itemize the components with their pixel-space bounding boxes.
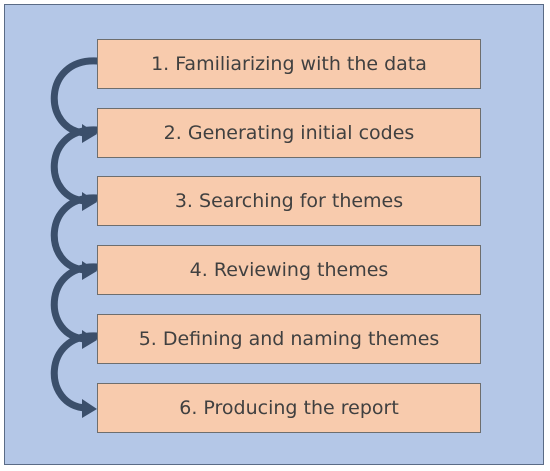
step-label-1: 1. Familiarizing with the data (151, 53, 427, 75)
step-box-2: 2. Generating initial codes (97, 108, 481, 158)
step-label-4: 4. Reviewing themes (189, 259, 389, 281)
step-box-1: 1. Familiarizing with the data (97, 39, 481, 89)
step-label-6: 6. Producing the report (179, 397, 399, 419)
connector-arrow-4 (50, 263, 101, 343)
step-label-2: 2. Generating initial codes (163, 122, 415, 144)
connector-arrow-2 (50, 126, 101, 205)
connector-arrow-3 (50, 194, 101, 274)
connector-arrowhead-5 (82, 399, 97, 418)
connector-arrow-1 (50, 57, 101, 137)
step-box-6: 6. Producing the report (97, 383, 481, 433)
step-box-3: 3. Searching for themes (97, 176, 481, 226)
step-box-4: 4. Reviewing themes (97, 245, 481, 295)
step-label-5: 5. Defining and naming themes (138, 328, 440, 350)
step-label-3: 3. Searching for themes (174, 190, 404, 212)
connector-arrow-5 (50, 332, 101, 412)
step-box-5: 5. Defining and naming themes (97, 314, 481, 364)
